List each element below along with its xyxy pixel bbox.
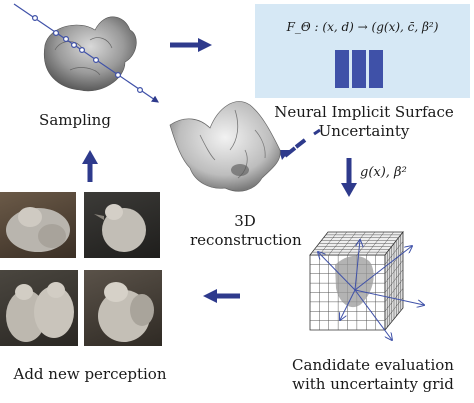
neural-surface-label-line2: Uncertainty	[318, 122, 410, 140]
sampling-label: Sampling	[39, 111, 111, 129]
sampling-ray	[13, 3, 159, 103]
photo-tile-3	[0, 270, 78, 346]
arrow-to-reconstruction	[279, 128, 321, 160]
reconstruction-mesh-image	[169, 101, 281, 192]
network-layers-icon	[335, 50, 383, 88]
layer-bar-2	[352, 50, 366, 88]
neural-surface-label-line1: Neural Implicit Surface	[274, 103, 454, 121]
photo-tile-2	[84, 192, 160, 258]
uncertainty-grid-image	[309, 230, 424, 340]
photo-tile-4	[84, 270, 162, 346]
reconstruction-label-line1: 3D	[234, 212, 256, 230]
candidate-label-line2: with uncertainty grid	[292, 375, 454, 393]
layer-bar-1	[335, 50, 349, 88]
add-perception-label: Add new perception	[13, 365, 167, 383]
sample-points	[31, 15, 144, 93]
photo-tile-1	[0, 192, 76, 258]
outputs-label: g(x), β²	[360, 165, 407, 180]
layer-bar-3	[369, 50, 383, 88]
reconstruction-label-line2: reconstruction	[190, 231, 302, 249]
network-panel: F_Θ : (x, d) → (g(x), c̄, β²)	[255, 4, 470, 98]
network-formula: F_Θ : (x, d) → (g(x), c̄, β²)	[286, 20, 439, 34]
sampling-sculpture-image	[43, 16, 137, 92]
candidate-label-line1: Candidate evaluation	[292, 356, 454, 374]
